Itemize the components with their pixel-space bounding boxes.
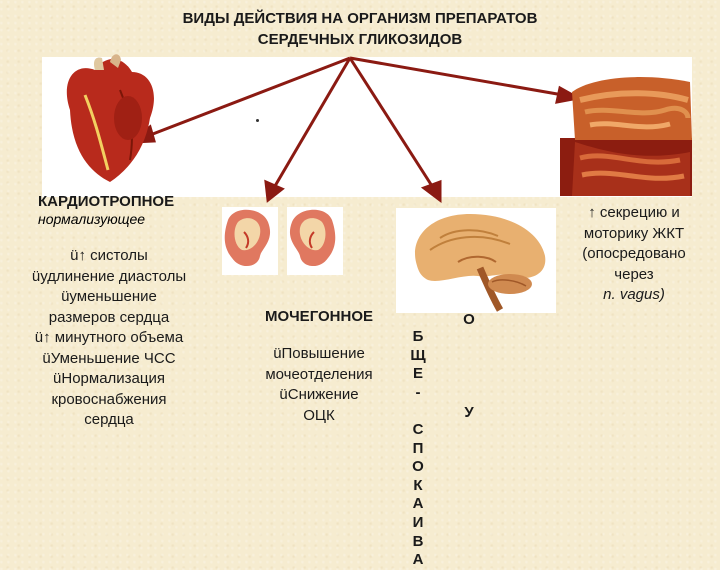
gastro-effects-text: ↑ секрецию и моторику ЖКТ (опосредовано … xyxy=(568,203,700,306)
gastro-line: через xyxy=(614,265,654,283)
vertical-letter: С xyxy=(412,420,424,438)
vertical-letter: О xyxy=(412,458,424,476)
intestine-icon xyxy=(572,77,692,196)
diagram-graphics xyxy=(66,54,692,313)
gastro-line: (опосредовано xyxy=(582,245,686,262)
brain-icon xyxy=(396,208,556,313)
list-item: üПовышение xyxy=(273,345,365,362)
vertical-letter: О xyxy=(463,311,475,328)
cns-vertical-text-2: О У xyxy=(460,311,478,423)
cns-vertical-text: Б Щ Е - С П О К А И В А xyxy=(409,328,427,570)
small-dot xyxy=(256,119,259,122)
vertical-letter: - xyxy=(415,383,421,401)
diuretic-effects-list: üПовышение мочеотделения üСнижение ОЦК xyxy=(244,344,394,426)
heart-icon xyxy=(66,54,154,182)
list-item: ü↑ минутного объема xyxy=(34,329,184,346)
kidney-icon xyxy=(222,207,278,275)
cardiotropic-subtitle: нормализующее xyxy=(38,211,146,227)
vertical-letter: И xyxy=(412,513,424,531)
vertical-letter: В xyxy=(412,532,424,550)
list-item: ü↑ систолы xyxy=(70,247,148,264)
list-item: üудлинение диастолы xyxy=(31,267,187,285)
vertical-letter: К xyxy=(413,476,423,494)
arrow-to-heart xyxy=(144,56,351,139)
list-item: мочеотделения xyxy=(265,365,373,383)
vertical-letter: А xyxy=(412,495,424,513)
list-item: üСнижение xyxy=(279,386,359,403)
cardiotropic-title: КАРДИОТРОПНОЕ xyxy=(38,193,175,210)
list-item: üНормализация xyxy=(53,370,165,387)
vertical-letter xyxy=(409,402,427,421)
vertical-letter: П xyxy=(412,439,424,457)
arrow-to-brain-head xyxy=(420,179,442,203)
arrow-to-brain xyxy=(348,57,434,187)
arrow-to-intestine xyxy=(349,56,564,97)
vertical-letter: Б xyxy=(412,328,424,345)
page-title: ВИДЫ ДЕЙСТВИЯ НА ОРГАНИЗМ ПРЕПАРАТОВ СЕР… xyxy=(100,8,620,50)
vertical-letter: У xyxy=(464,403,474,421)
arrow-to-kidney xyxy=(273,57,352,187)
list-item: üуменьшение xyxy=(61,288,157,305)
vertical-letter xyxy=(460,348,478,367)
gastro-line: моторику ЖКТ xyxy=(583,224,685,242)
vertical-letter xyxy=(460,330,478,349)
gastro-line: ↑ секрецию и xyxy=(588,204,680,221)
title-line-1: ВИДЫ ДЕЙСТВИЯ НА ОРГАНИЗМ ПРЕПАРАТОВ xyxy=(182,10,538,27)
list-item: ОЦК xyxy=(303,406,335,424)
list-item: сердца xyxy=(84,411,134,428)
vertical-letter: А xyxy=(412,551,424,569)
vertical-letter xyxy=(460,367,478,386)
arrow-to-kidney-head xyxy=(264,179,285,203)
gastro-line: n. vagus) xyxy=(603,286,665,303)
list-item: кровоснабжения xyxy=(51,390,167,408)
title-line-2: СЕРДЕЧНЫХ ГЛИКОЗИДОВ xyxy=(257,31,463,48)
list-item: размеров сердца xyxy=(48,308,170,326)
list-item: üУменьшение ЧСС xyxy=(42,349,176,367)
cardiotropic-effects-list: ü↑ систолы üудлинение диастолы üуменьшен… xyxy=(6,246,212,431)
kidney-icon xyxy=(287,207,343,275)
vertical-letter xyxy=(460,385,478,404)
effect-arrows xyxy=(127,56,583,203)
vertical-letter: Щ xyxy=(410,346,426,364)
diuretic-title: МОЧЕГОННОЕ xyxy=(264,308,374,325)
vertical-letter: Е xyxy=(412,365,423,383)
